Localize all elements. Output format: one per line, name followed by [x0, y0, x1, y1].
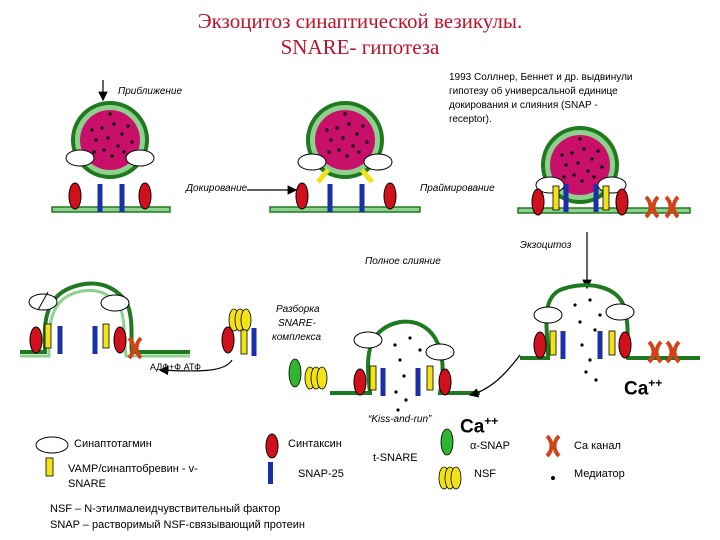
legend-tsnare: t-SNARE: [373, 452, 418, 464]
legend-ca-channel: Ca канал: [574, 440, 621, 452]
label-docking: Докирование: [186, 183, 248, 194]
legend-alpha-snap: α-SNAP: [470, 440, 510, 452]
stage-kiss-and-run: [330, 319, 521, 412]
title-line-1: Экзоцитоз синаптической везикулы.: [197, 9, 523, 33]
title-line-2: SNARE- гипотеза: [280, 35, 440, 59]
label-exocytosis: Экзоцитоз: [520, 240, 572, 251]
note-line-2: гипотезу об универсальной единице: [449, 86, 618, 97]
label-disassembly-2: SNARE-: [278, 318, 316, 329]
legend-mediator: Медиатор: [574, 468, 625, 480]
label-ca-right: Ca++: [624, 376, 663, 400]
note-line-4: receptor).: [449, 114, 492, 125]
stage-priming: [517, 126, 691, 219]
stage-exocytosis: [520, 283, 700, 382]
label-disassembly-3: комплекса: [272, 332, 322, 343]
legend-synaptotagmin: Синаптотагмин: [74, 438, 152, 450]
legend-snap25: SNAP-25: [298, 468, 344, 480]
legend-vamp-1: VAMP/синаптобревин - v-: [68, 463, 198, 475]
legend-syntaxin: Синтаксин: [288, 438, 342, 450]
note-line-1: 1993 Соллнер, Беннет и др. выдвинули: [449, 72, 633, 83]
label-priming: Праймирование: [420, 183, 495, 194]
label-kiss-and-run: “Kiss-and-run”: [368, 414, 432, 425]
stage-approach: [51, 80, 171, 213]
stage-full-fusion: [20, 281, 190, 360]
legend-nsf-definition: NSF – N-этилмалеидчувствительный фактор: [50, 503, 281, 515]
legend-vamp-2: SNARE: [68, 478, 106, 490]
label-approach: Приближение: [118, 86, 183, 97]
legend-snap-definition: SNAP – растворимый NSF-связывающий проте…: [50, 519, 306, 531]
label-disassembly-1: Разборка: [276, 304, 320, 315]
note-line-3: докирования и слияния (SNAP -: [449, 100, 598, 111]
label-atp: АДФ+Ф АТФ: [150, 362, 201, 372]
label-ca-mid: Ca++: [460, 414, 499, 438]
label-full-fusion: Полное слияние: [365, 256, 441, 267]
legend-shapes: [35, 428, 561, 490]
stage-docking: [247, 101, 421, 213]
stage-disassembly: [158, 308, 328, 390]
legend-nsf: NSF: [474, 468, 496, 480]
